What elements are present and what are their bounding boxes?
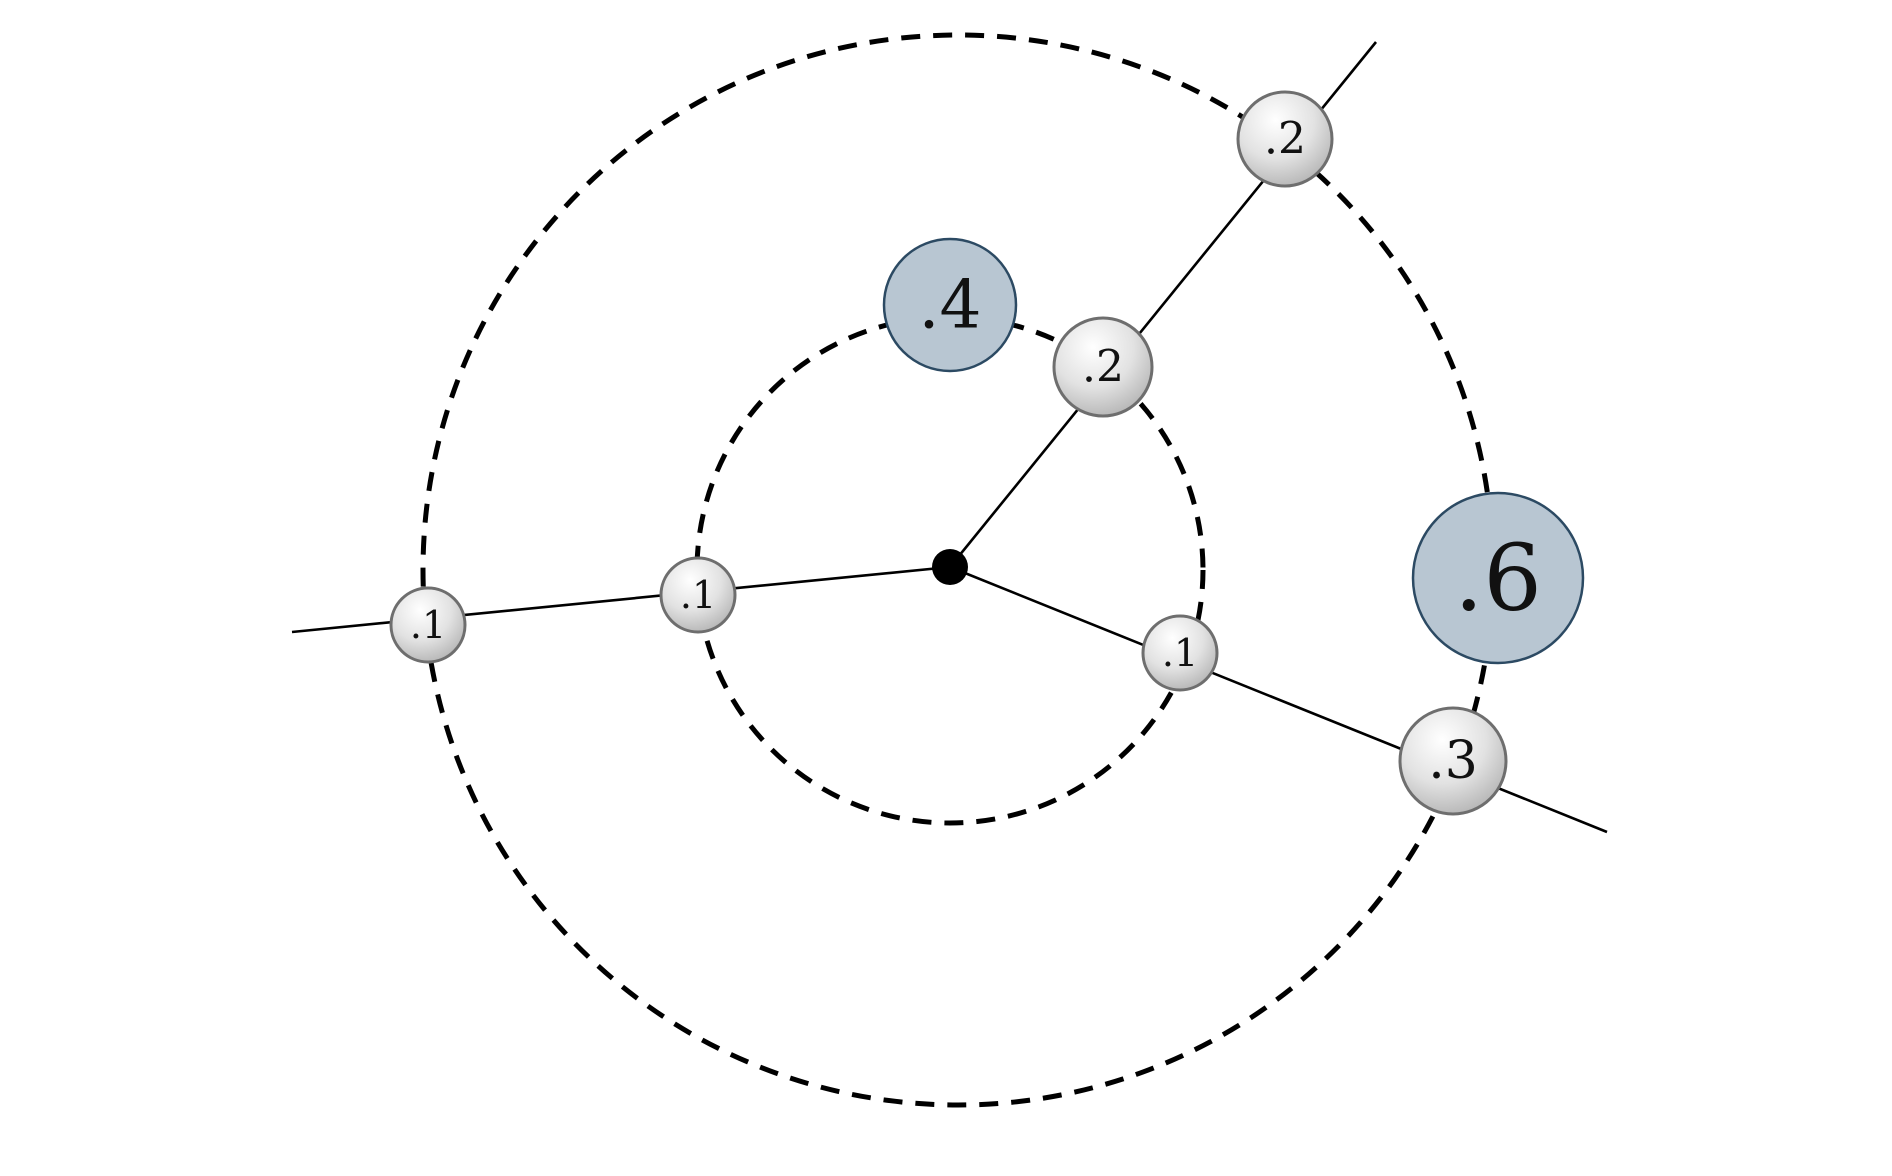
lower-ray-inner-label: .1 xyxy=(1162,631,1198,675)
upper-ray-inner-node: .2 xyxy=(1052,316,1154,418)
left-ray-inner-node: .1 xyxy=(659,556,737,634)
lower-ray-outer-label: .3 xyxy=(1428,731,1478,791)
center-point xyxy=(932,549,968,585)
lower-ray-outer-node: .3 xyxy=(1398,706,1508,816)
upper-ray-inner-label: .2 xyxy=(1082,342,1124,393)
left-ray-outer-node: .1 xyxy=(389,586,467,664)
left-ray-outer-label: .1 xyxy=(410,603,446,647)
outer-ring-weight-label: .6 xyxy=(1454,525,1542,632)
inner-ring-weight-label: .4 xyxy=(919,267,982,344)
upper-ray-outer-label: .2 xyxy=(1264,114,1306,165)
lower-ray-inner-node: .1 xyxy=(1141,614,1219,692)
upper-ray-outer-node: .2 xyxy=(1236,90,1334,188)
inner-ring-weight-node: .4 xyxy=(882,237,1018,373)
outer-ring-weight-node: .6 xyxy=(1411,491,1585,665)
left-ray-inner-label: .1 xyxy=(680,573,716,617)
